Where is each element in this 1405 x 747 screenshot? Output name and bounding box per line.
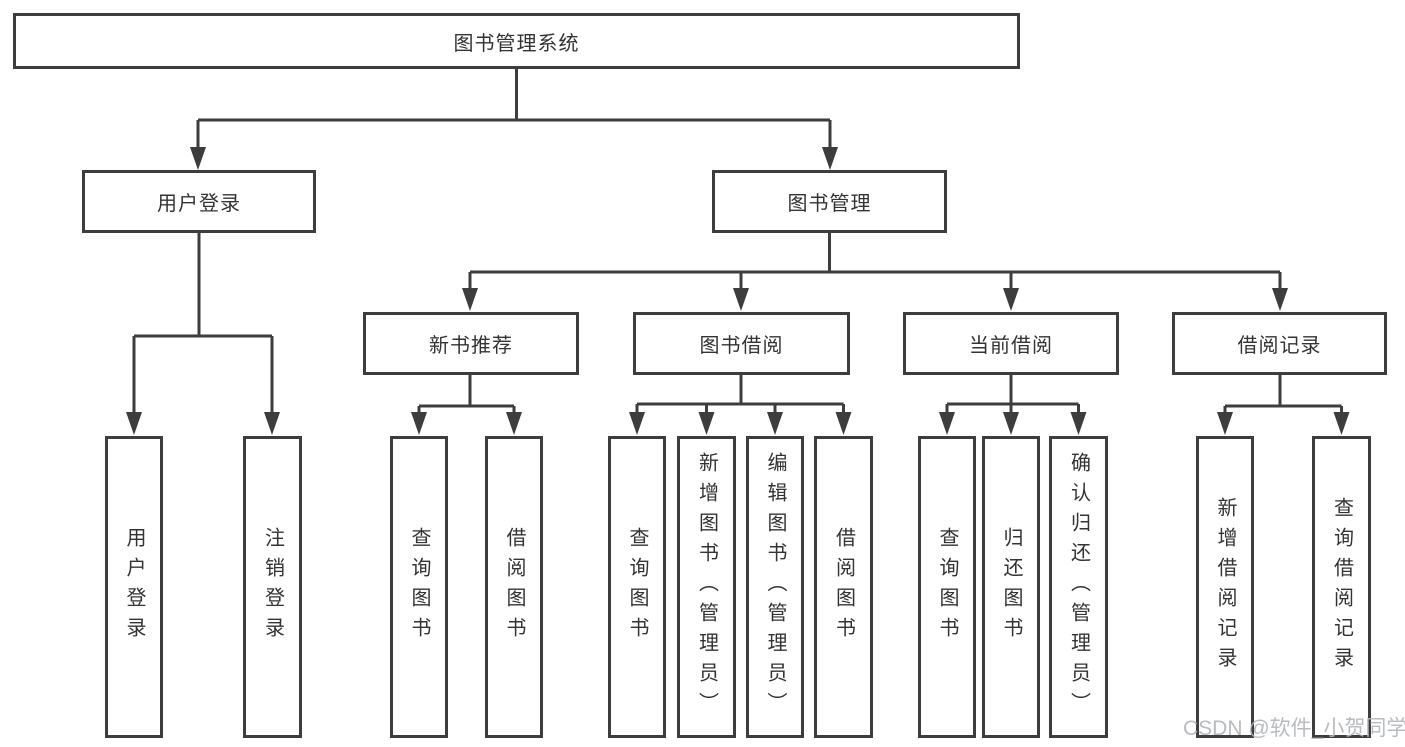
edge-book-borrowing-to-leaves: [629, 375, 852, 435]
arrow-down-icon: [939, 412, 955, 435]
leaf-logout: 注销登录: [243, 436, 302, 738]
leaf-records-query-borrow-record: 查询借阅记录: [1312, 436, 1371, 738]
arrow-down-icon: [835, 412, 852, 435]
leaf-records-add-borrow-record: 新增借阅记录: [1196, 436, 1254, 738]
leaf-current-confirm-return-admin: 确认归还（管理员）: [1049, 436, 1108, 738]
leaf-borrowing-edit-books-admin: 编辑图书（管理员）: [746, 436, 804, 738]
arrow-down-icon: [506, 412, 522, 435]
node-book-borrowing: 图书借阅: [633, 312, 850, 375]
leaf-current-return-books: 归还图书: [982, 436, 1040, 738]
arrow-down-icon: [629, 412, 645, 435]
arrow-down-icon: [190, 147, 206, 170]
leaf-current-query-books: 查询图书: [918, 436, 976, 738]
arrow-down-icon: [822, 147, 838, 170]
arrow-down-icon: [1003, 412, 1019, 435]
leaf-user-login: 用户登录: [105, 436, 163, 738]
arrow-down-icon: [1217, 412, 1233, 435]
node-book-management: 图书管理: [712, 170, 947, 233]
arrow-down-icon: [411, 412, 427, 435]
leaf-borrowing-borrow-books: 借阅图书: [814, 436, 873, 738]
arrow-down-icon: [733, 288, 749, 311]
node-user-login: 用户登录: [82, 170, 316, 233]
arrow-down-icon: [1272, 288, 1288, 311]
edge-book-management-to-level3: [462, 233, 1288, 311]
leaf-borrowing-query-books: 查询图书: [608, 436, 666, 738]
arrow-down-icon: [1333, 412, 1350, 435]
edge-new-book-recommend-to-leaves: [411, 375, 522, 435]
arrow-down-icon: [1070, 412, 1087, 435]
edge-current-borrowing-to-leaves: [939, 375, 1087, 435]
node-library-management-system: 图书管理系统: [13, 13, 1020, 69]
csdn-watermark: CSDN @软件_小贺同学: [1183, 717, 1405, 740]
arrow-down-icon: [698, 412, 715, 435]
leaf-recommend-borrow-books: 借阅图书: [485, 436, 543, 738]
arrow-down-icon: [462, 288, 478, 311]
edge-root-to-level2: [190, 68, 838, 170]
leaf-recommend-query-books: 查询图书: [390, 436, 448, 738]
edge-borrowing-records-to-leaves: [1217, 375, 1350, 435]
edge-user-login-to-leaves: [126, 233, 280, 435]
arrow-down-icon: [767, 412, 783, 435]
node-new-book-recommend: 新书推荐: [363, 312, 579, 375]
arrow-down-icon: [126, 412, 142, 435]
node-borrowing-records: 借阅记录: [1172, 312, 1387, 375]
node-current-borrowing: 当前借阅: [903, 312, 1119, 375]
arrow-down-icon: [264, 412, 280, 435]
arrow-down-icon: [1003, 288, 1019, 311]
leaf-borrowing-add-books-admin: 新增图书（管理员）: [677, 436, 736, 738]
